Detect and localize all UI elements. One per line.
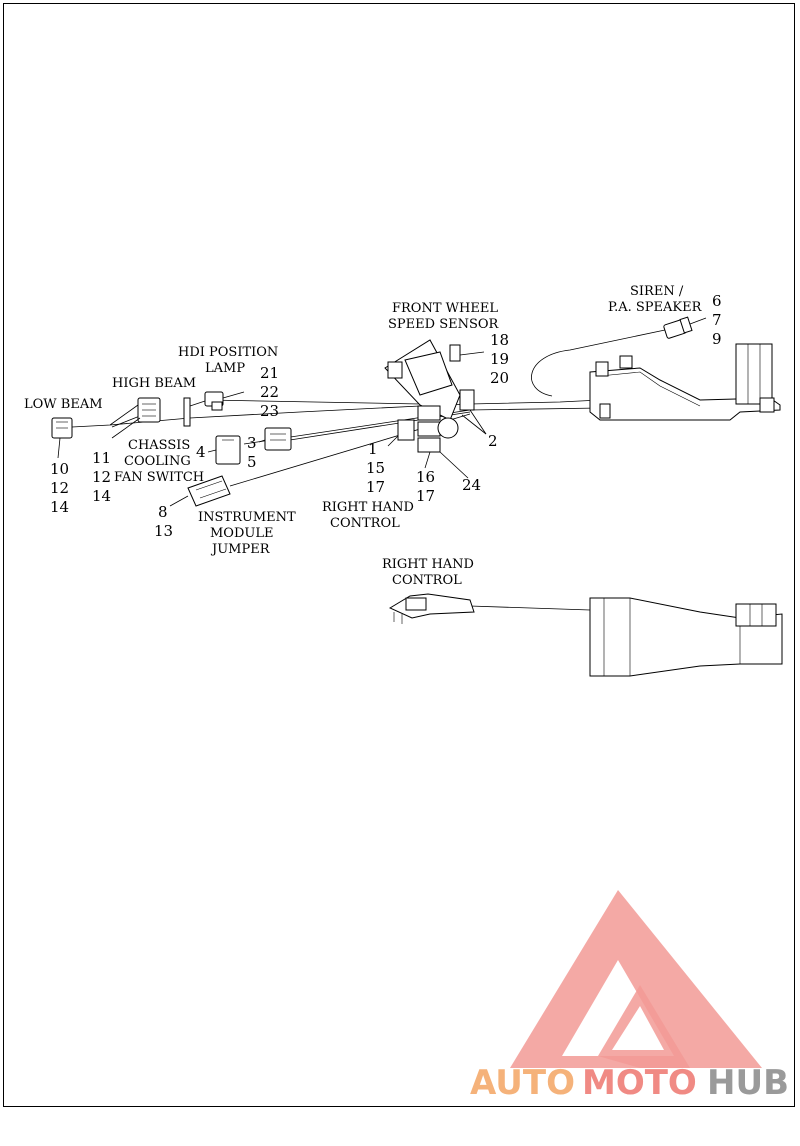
callout-8: 8 xyxy=(158,503,168,521)
watermark-auto: AUTO xyxy=(470,1063,575,1103)
callout-23: 23 xyxy=(260,402,279,420)
label-hdi-line1: HDI POSITION xyxy=(178,345,278,360)
label-instrument-line2: MODULE xyxy=(210,526,273,541)
callout-20: 20 xyxy=(490,369,509,387)
instrument-jumper-connector xyxy=(187,475,231,507)
callout-2: 2 xyxy=(488,432,498,450)
label-chassis-line3: FAN SWITCH xyxy=(114,470,204,485)
callout-1: 1 xyxy=(368,440,378,458)
siren-speaker-connector xyxy=(663,316,693,339)
callout-12: 12 xyxy=(50,479,69,497)
callout-12: 12 xyxy=(92,468,111,486)
label-high-beam: HIGH BEAM xyxy=(112,376,196,391)
page-border xyxy=(3,3,795,1107)
label-chassis-line1: CHASSIS xyxy=(128,438,190,453)
callout-6: 6 xyxy=(712,292,722,310)
callout-11: 11 xyxy=(92,449,111,467)
callout-14: 14 xyxy=(50,498,69,516)
rhc-lower-connector xyxy=(388,593,475,624)
chassis-fan-connectors xyxy=(215,427,292,465)
callout-4: 4 xyxy=(196,443,206,461)
label-siren-line2: P.A. SPEAKER xyxy=(608,300,703,315)
label-siren-line1: SIREN / xyxy=(630,284,684,299)
upper-harness-housing xyxy=(589,343,781,421)
callout-10: 10 xyxy=(50,460,69,478)
callout-16: 16 xyxy=(416,468,435,486)
label-hdi-line2: LAMP xyxy=(205,361,245,376)
label-instrument-line3: JUMPER xyxy=(210,542,271,557)
leader-lines xyxy=(57,317,707,507)
watermark-logo: AUTO MOTO HUB xyxy=(470,890,789,1103)
high-beam-connector xyxy=(137,397,191,427)
callout-14: 14 xyxy=(92,487,111,505)
callout-numbers: 10 12 14 11 12 14 21 22 23 4 3 5 8 13 1 … xyxy=(50,292,722,540)
watermark-hub: HUB xyxy=(707,1063,789,1103)
lower-harness-housing xyxy=(589,597,783,677)
text-labels: LOW BEAM HIGH BEAM HDI POSITION LAMP CHA… xyxy=(24,284,703,588)
low-beam-connector xyxy=(51,417,73,439)
callout-21: 21 xyxy=(260,364,279,382)
callout-17: 17 xyxy=(366,478,385,496)
label-low-beam: LOW BEAM xyxy=(24,397,103,412)
callout-5: 5 xyxy=(247,453,257,471)
callout-17: 17 xyxy=(416,487,435,505)
central-connector-block xyxy=(384,339,475,453)
hdi-lamp-connector xyxy=(204,391,224,411)
callout-19: 19 xyxy=(490,350,509,368)
label-fwss-line2: SPEED SENSOR xyxy=(388,317,500,332)
label-rhc2-line1: RIGHT HAND xyxy=(382,557,474,572)
callout-7: 7 xyxy=(712,311,722,329)
watermark-moto: MOTO xyxy=(582,1063,697,1103)
callout-22: 22 xyxy=(260,383,279,401)
label-rhc-line1: RIGHT HAND xyxy=(322,500,414,515)
callout-24: 24 xyxy=(462,476,481,494)
label-fwss-line1: FRONT WHEEL xyxy=(392,301,498,316)
label-rhc2-line2: CONTROL xyxy=(392,573,462,588)
callout-9: 9 xyxy=(712,330,722,348)
label-rhc-line2: CONTROL xyxy=(330,516,400,531)
callout-18: 18 xyxy=(490,331,509,349)
callout-3: 3 xyxy=(247,434,257,452)
callout-13: 13 xyxy=(154,522,173,540)
callout-15: 15 xyxy=(366,459,385,477)
label-instrument-line1: INSTRUMENT xyxy=(198,510,296,525)
label-chassis-line2: COOLING xyxy=(124,454,191,469)
